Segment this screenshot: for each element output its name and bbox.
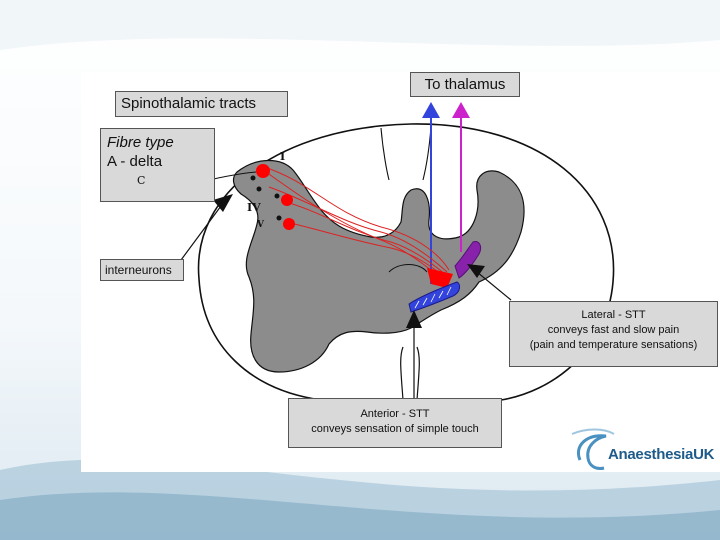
interneuron-dot-3	[274, 193, 280, 199]
crossing-neuron	[427, 268, 453, 288]
interneurons-arrowhead	[213, 194, 233, 212]
lamina-label-1: I	[280, 150, 286, 163]
thalamus-arrowhead-blue	[422, 102, 440, 118]
diagram-title: Spinothalamic tracts	[115, 91, 288, 117]
interneuron-dot-4	[276, 215, 282, 221]
interneuron-dot-1	[250, 175, 256, 181]
fibre-type-heading: Fibre type	[107, 134, 174, 151]
lateral-arrow-line	[476, 271, 512, 301]
central-region	[388, 264, 428, 273]
fibre-type-box: Fibre type A - delta C	[100, 128, 215, 202]
lamina-label-5: V	[257, 220, 264, 230]
anterior-stt-title: Anterior - STT	[360, 408, 430, 420]
anterior-stt-box: Anterior - STT conveys sensation of simp…	[288, 398, 502, 448]
lateral-stt-line2: (pain and temperature sensations)	[529, 339, 698, 351]
neuron-lamina-5	[283, 218, 295, 230]
neuron-lamina-4	[281, 194, 293, 206]
lateral-tract	[454, 241, 482, 279]
interneuron-dot-2	[256, 186, 262, 192]
anaesthesiauk-logo-text: AnaesthesiaUK	[608, 446, 715, 463]
to-thalamus-label: To thalamus	[410, 72, 520, 97]
interneurons-arrow-line	[180, 205, 222, 261]
anterior-tract	[408, 281, 461, 313]
thalamus-arrowhead-pink	[452, 102, 470, 118]
neuron-fibres	[263, 166, 450, 279]
lateral-stt-line1: conveys fast and slow pain	[547, 324, 680, 336]
anterior-tract-hatch	[414, 286, 452, 309]
interneurons-label: interneurons	[100, 259, 184, 281]
anterior-arrowhead	[406, 310, 422, 328]
fibre-type-sub: C	[137, 174, 146, 187]
anterior-fissure	[400, 346, 420, 401]
neuron-lamina-1	[256, 164, 270, 178]
lateral-stt-box: Lateral - STT conveys fast and slow pain…	[509, 301, 718, 367]
anterior-stt-line1: conveys sensation of simple touch	[311, 423, 479, 435]
anaesthesiauk-logo-icon	[571, 428, 615, 470]
spinothalamic-figure: Spinothalamic tracts Fibre type A - delt…	[81, 72, 720, 472]
lateral-stt-title: Lateral - STT	[581, 309, 646, 321]
fibre-type-value: A - delta	[107, 153, 163, 170]
lamina-label-4: IV	[247, 201, 261, 214]
lateral-arrowhead	[467, 264, 485, 278]
